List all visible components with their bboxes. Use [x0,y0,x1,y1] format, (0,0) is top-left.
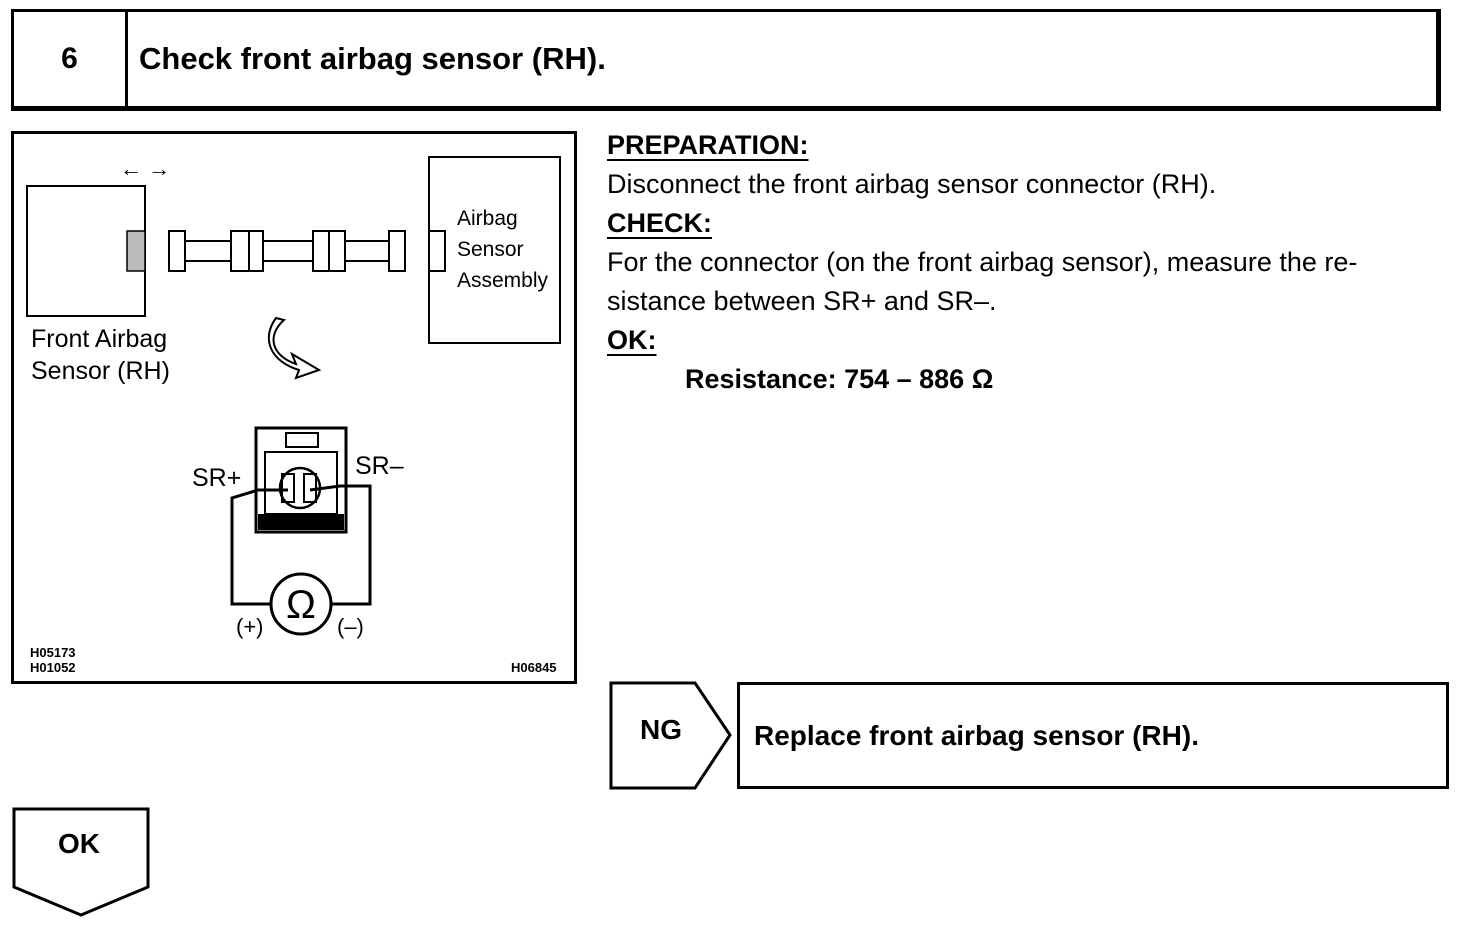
terminal-sr-plus [281,473,295,503]
connector-latch [285,432,319,448]
probe-wire-minus [309,484,372,606]
resistance-spec: Resistance: 754 – 886 Ω [685,364,994,394]
harness-wire-1 [184,240,232,262]
sr-minus-label: SR– [355,452,404,480]
harness-joint-2 [312,230,330,272]
sr-plus-label: SR+ [192,464,241,492]
sensor-label-2: Sensor (RH) [31,357,170,385]
step-title: Check front airbag sensor (RH). [139,41,606,76]
figure-code-3: H06845 [511,660,557,675]
harness-joint-2b [328,230,346,272]
step-header: 6 Check front airbag sensor (RH). [11,9,1441,111]
instructions: PREPARATION: Disconnect the front airbag… [607,126,1457,399]
ng-arrow-shape [609,681,732,790]
ok-arrow-shape [12,807,150,917]
step-number: 6 [14,12,128,106]
ok-label: OK [58,828,100,859]
harness-plug-right [388,230,406,272]
harness-plug-left [168,230,186,272]
assembly-label-1: Airbag [457,207,518,230]
sensor-label-1: Front Airbag [31,325,167,353]
check-heading: CHECK: [607,208,712,238]
ohm-symbol: Ω [286,583,316,627]
connector-face [254,426,348,534]
diagram-drawing: ← → Airbag Sensor Assembly Front Airbag … [26,156,561,675]
check-text-line1: For the connector (on the front airbag s… [607,247,1358,277]
assembly-label-2: Sensor [457,238,524,261]
harness-joint-1b [248,230,264,272]
assembly-label-3: Assembly [457,269,549,292]
connector-base [258,514,344,530]
assembly-connector [428,230,446,272]
preparation-text: Disconnect the front airbag sensor conne… [607,169,1217,199]
ok-heading: OK: [607,325,657,355]
harness-joint-1 [230,230,250,272]
ng-action-box: Replace front airbag sensor (RH). [737,682,1449,789]
probe-minus-label: (–) [337,614,364,639]
ohmmeter [269,572,333,636]
figure-code-2: H01052 [30,660,76,675]
ng-label: NG [640,714,682,745]
connector-diagram: ← → Airbag Sensor Assembly Front Airbag … [11,131,577,684]
connector-inner [264,451,338,515]
harness-wire-3 [344,240,390,262]
separation-arrows: ← → [120,156,170,181]
figure-code-1: H05173 [30,645,76,660]
view-arrow [267,316,322,380]
ng-action-text: Replace front airbag sensor (RH). [754,719,1199,751]
check-text-line2: sistance between SR+ and SR–. [607,286,997,316]
probe-wire-plus [230,488,288,606]
harness-wire-2 [262,240,314,262]
sensor-connector-hatch [126,230,146,272]
probe-plus-label: (+) [236,614,264,639]
preparation-heading: PREPARATION: [607,130,809,160]
